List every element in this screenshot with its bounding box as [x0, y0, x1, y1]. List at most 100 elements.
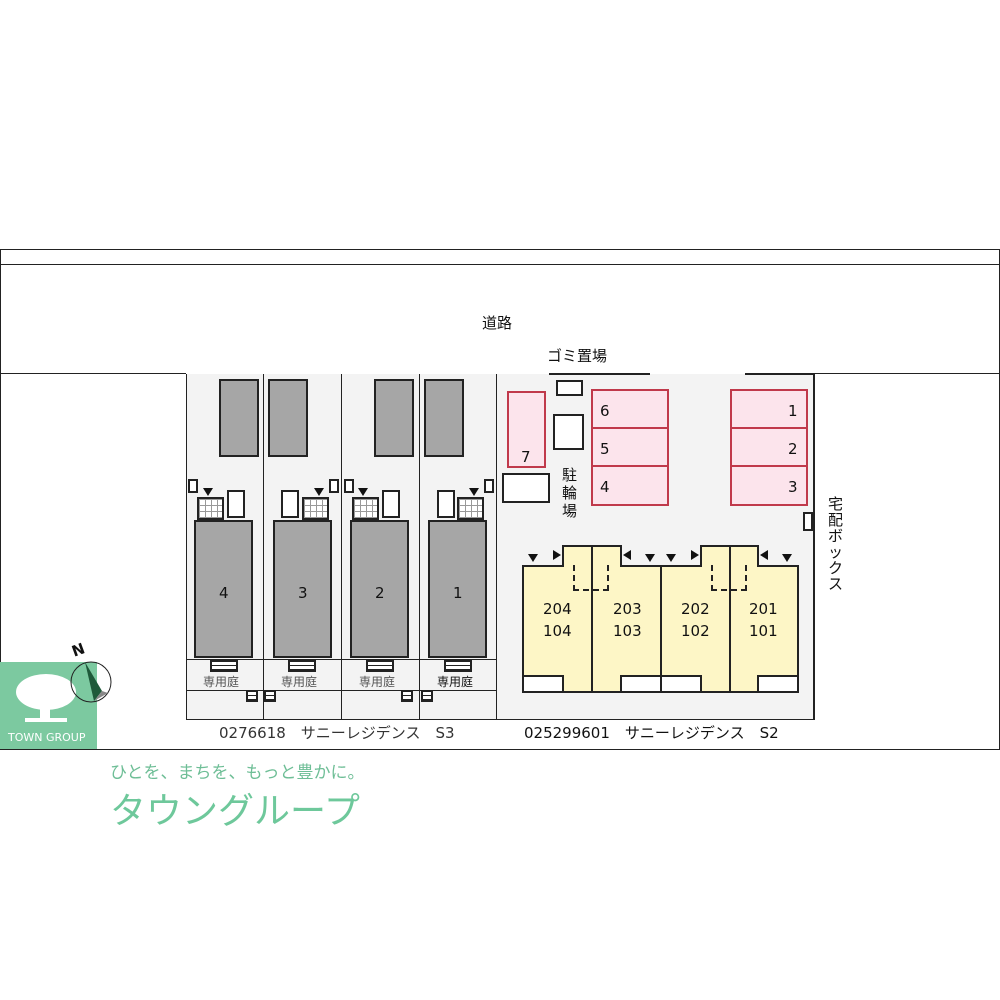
- s3-unit-1: 1: [428, 520, 487, 658]
- garden-label: 専用庭: [281, 675, 318, 689]
- parking-3: 3: [730, 465, 808, 506]
- entrance-marker: [623, 550, 631, 560]
- logo-text: TOWN GROUP: [8, 731, 86, 744]
- mailbox: [329, 479, 339, 493]
- fence: [745, 373, 815, 375]
- storage: [382, 490, 400, 518]
- road-edge-right: [815, 373, 1000, 374]
- garbage-area: [556, 380, 583, 396]
- s3-unit-4: 4: [194, 520, 253, 658]
- entrance-marker: [314, 488, 324, 496]
- parking-space: [268, 379, 308, 457]
- parking-number: 7: [521, 448, 531, 466]
- delivery-box-label: 宅配ボックス: [828, 495, 844, 593]
- road-label: 道路: [482, 314, 513, 332]
- s3-caption: 0276618 サニーレジデンス S3: [219, 724, 455, 742]
- town-group-logo: TOWN GROUP: [0, 662, 97, 749]
- s3-unit-3: 3: [273, 520, 332, 658]
- balcony-storage: [660, 675, 702, 693]
- balcony-storage: [757, 675, 799, 693]
- tree-icon: [16, 674, 76, 722]
- watermark-name: タウングループ: [110, 791, 360, 832]
- delivery-box: [803, 512, 813, 531]
- parking-1: 1: [730, 389, 808, 429]
- unit-divider: [660, 565, 662, 693]
- compass-icon: [70, 661, 112, 703]
- parking-number: 1: [788, 402, 798, 420]
- parking-number: 5: [600, 440, 610, 458]
- road-edge: [0, 264, 1000, 265]
- storage: [281, 490, 299, 518]
- steps: [401, 690, 413, 702]
- entrance-marker: [666, 554, 676, 562]
- mailbox: [344, 479, 354, 493]
- parking-2: 2: [730, 427, 808, 467]
- divider: [263, 374, 264, 720]
- unit-label-201: 201: [749, 600, 778, 618]
- parking-space: [374, 379, 414, 457]
- s3-unit-2: 2: [350, 520, 409, 658]
- watermark-slogan: ひとを、まちを、もっと豊かに。: [110, 763, 365, 783]
- unit-number: 2: [375, 584, 385, 602]
- parking-4: 4: [591, 465, 669, 506]
- garden-line: [186, 659, 497, 660]
- porch: [457, 497, 484, 520]
- unit-number: 1: [453, 584, 463, 602]
- unit-label-103: 103: [613, 622, 642, 640]
- garden-line: [186, 690, 497, 691]
- mailbox: [484, 479, 494, 493]
- storage: [227, 490, 245, 518]
- storage: [437, 490, 455, 518]
- unit-label-101: 101: [749, 622, 778, 640]
- bicycle-label: 駐輪場: [562, 466, 578, 520]
- parking-6: 6: [591, 389, 669, 429]
- garden-label: 専用庭: [203, 675, 240, 689]
- unit-number: 4: [219, 584, 229, 602]
- porch: [197, 497, 224, 520]
- unit-divider: [729, 545, 731, 693]
- divider: [341, 374, 342, 720]
- road-edge-left: [0, 373, 186, 374]
- entrance-marker: [645, 554, 655, 562]
- divider: [419, 374, 420, 720]
- entrance-marker: [469, 488, 479, 496]
- garden-label: 専用庭: [359, 675, 396, 689]
- unit-label-202: 202: [681, 600, 710, 618]
- bicycle-parking: [553, 414, 584, 450]
- steps: [264, 690, 276, 702]
- parking-number: 4: [600, 478, 610, 496]
- entrance-marker: [782, 554, 792, 562]
- garden-label: 専用庭: [437, 675, 474, 689]
- parking-space: [219, 379, 259, 457]
- parking-7: 7: [507, 391, 546, 468]
- steps: [210, 660, 238, 672]
- unit-label-204: 204: [543, 600, 572, 618]
- mailbox: [188, 479, 198, 493]
- steps: [421, 690, 433, 702]
- stair: [573, 565, 609, 591]
- entrance-marker: [553, 550, 561, 560]
- steps: [246, 690, 258, 702]
- stair: [711, 565, 747, 591]
- unit-label-203: 203: [613, 600, 642, 618]
- parking-space: [424, 379, 464, 457]
- unit-divider: [591, 545, 593, 693]
- entrance-marker: [358, 488, 368, 496]
- unit-label-104: 104: [543, 622, 572, 640]
- bicycle-parking: [502, 473, 550, 503]
- entrance-marker: [760, 550, 768, 560]
- entrance-marker: [203, 488, 213, 496]
- fence: [549, 373, 650, 375]
- entrance-marker: [691, 550, 699, 560]
- s2-caption: 025299601 サニーレジデンス S2: [524, 724, 779, 742]
- garbage-label: ゴミ置場: [547, 347, 608, 365]
- balcony-storage: [522, 675, 564, 693]
- porch: [302, 497, 329, 520]
- parking-number: 2: [788, 440, 798, 458]
- steps: [444, 660, 472, 672]
- porch: [352, 497, 379, 520]
- unit-number: 3: [298, 584, 308, 602]
- entrance-marker: [528, 554, 538, 562]
- parking-number: 3: [788, 478, 798, 496]
- steps: [288, 660, 316, 672]
